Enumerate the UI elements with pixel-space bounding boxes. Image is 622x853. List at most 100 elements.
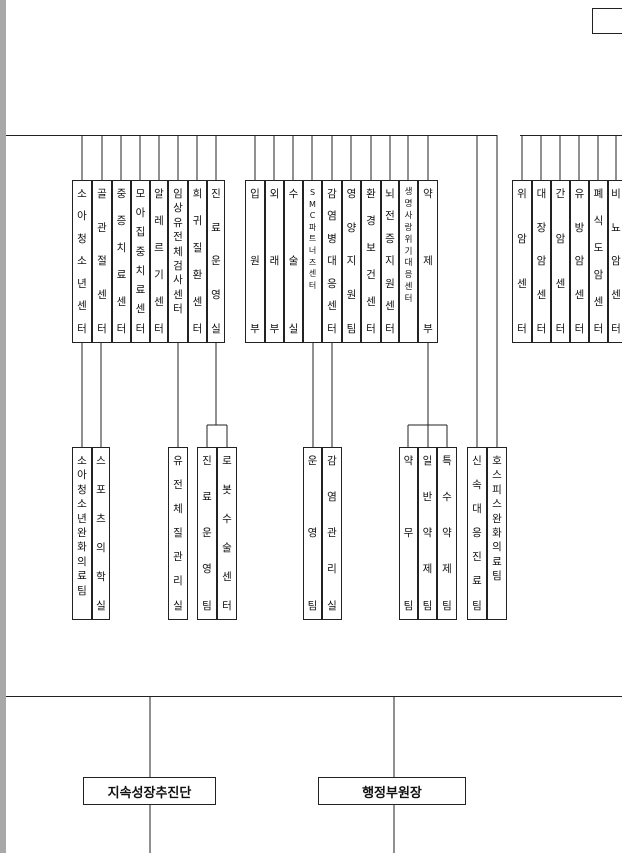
- org-unit-char: 소: [77, 188, 87, 200]
- org-unit-char: 응: [404, 270, 413, 281]
- org-unit-char: 너: [308, 245, 317, 255]
- org-unit-char: 무: [403, 527, 414, 540]
- org-unit-char: 증: [385, 232, 395, 245]
- org-unit-char: 귀: [192, 214, 203, 227]
- org-unit-char: 리: [327, 563, 337, 576]
- org-unit-char: 의: [492, 541, 502, 554]
- org-unit-char: 폐: [593, 188, 604, 200]
- org-unit-char: 명: [404, 198, 413, 209]
- org-unit-char: 알: [154, 188, 164, 200]
- org-unit-char: 센: [536, 288, 547, 301]
- org-unit-char: 간: [555, 188, 566, 200]
- org-unit-char: 도: [593, 241, 604, 254]
- org-unit-char: 청: [77, 483, 87, 496]
- org-unit-char: 터: [366, 322, 376, 335]
- org-unit-char: 술: [222, 541, 232, 554]
- org-unit-char: 팀: [77, 584, 87, 597]
- org-unit-char: 터: [517, 322, 527, 335]
- org-unit-char: 장: [536, 221, 547, 234]
- org-unit-char: 소: [77, 498, 87, 511]
- org-unit-char: 터: [555, 322, 566, 335]
- org-unit-char: 운: [202, 527, 212, 540]
- org-unit-char: 암: [593, 268, 604, 281]
- org-unit-char: 완: [492, 512, 502, 525]
- org-unit-char: 팀: [403, 599, 414, 612]
- org-unit-char: 응: [472, 527, 482, 540]
- org-unit-char: 부: [250, 322, 260, 335]
- org-unit-char: 암: [611, 255, 621, 268]
- org-unit-char: 터: [97, 322, 107, 335]
- org-unit-char: 료: [492, 555, 502, 568]
- org-unit-char: 약: [403, 455, 414, 467]
- org-unit-char: 피: [492, 483, 502, 496]
- org-unit-char: 전: [173, 479, 183, 492]
- org-unit-char: 의: [77, 555, 87, 568]
- org-unit-char: 입: [250, 188, 260, 200]
- org-unit-char: 의: [96, 541, 106, 554]
- org-unit-char: 수: [442, 491, 452, 504]
- org-unit-char: 봇: [222, 483, 232, 496]
- org-unit-char: 관: [173, 551, 183, 564]
- org-unit-char: 부: [269, 322, 280, 335]
- org-unit-char: 모: [135, 188, 146, 200]
- org-unit-char: 집: [135, 226, 146, 239]
- org-unit-char: 즈: [308, 257, 317, 267]
- org-unit-char: 팀: [422, 599, 433, 612]
- org-unit-char: 스: [96, 455, 106, 467]
- org-unit-char: 대: [404, 258, 413, 269]
- org-unit-char: 팀: [202, 599, 212, 612]
- org-unit-char: 실: [211, 322, 221, 335]
- org-unit-char: 진: [472, 551, 482, 564]
- org-unit-char: 상: [173, 202, 183, 215]
- org-unit-char: M: [309, 199, 316, 209]
- org-unit-char: 터: [192, 322, 203, 335]
- org-unit-char: 영: [307, 527, 318, 540]
- org-unit-char: 감: [327, 455, 337, 467]
- org-unit-char: 감: [327, 188, 337, 200]
- org-unit-char: 체: [173, 503, 183, 516]
- org-unit-char: 약: [442, 527, 452, 540]
- org-unit-char: 골: [97, 188, 107, 200]
- org-unit-char: 센: [154, 295, 164, 308]
- org-unit-char: 료: [211, 221, 221, 234]
- org-unit-char: 희: [192, 188, 203, 200]
- org-unit-char: 포: [96, 483, 106, 496]
- org-unit-char: 운: [211, 255, 221, 268]
- org-unit-char: 터: [385, 322, 395, 335]
- org-unit-char: 터: [574, 322, 585, 335]
- org-unit-char: 랑: [404, 222, 413, 233]
- org-unit-char: 대: [536, 188, 547, 200]
- org-unit-char: 센: [97, 288, 107, 301]
- org-unit-char: 아: [77, 210, 87, 223]
- org-unit-char: 팀: [346, 322, 357, 335]
- org-unit-char: 전: [173, 231, 183, 244]
- org-unit-char: 완: [77, 527, 87, 540]
- org-unit-char: 센: [222, 570, 232, 583]
- org-unit-char: 터: [308, 280, 317, 290]
- org-unit-char: 암: [574, 255, 585, 268]
- org-unit-char: 팀: [472, 599, 482, 612]
- org-unit-char: 질: [192, 241, 203, 254]
- org-unit-char: 센: [308, 269, 317, 279]
- org-unit-char: 년: [77, 277, 87, 290]
- org-unit-char: 관: [97, 221, 107, 234]
- org-unit-char: S: [309, 188, 316, 197]
- org-unit-char: 센: [593, 295, 604, 308]
